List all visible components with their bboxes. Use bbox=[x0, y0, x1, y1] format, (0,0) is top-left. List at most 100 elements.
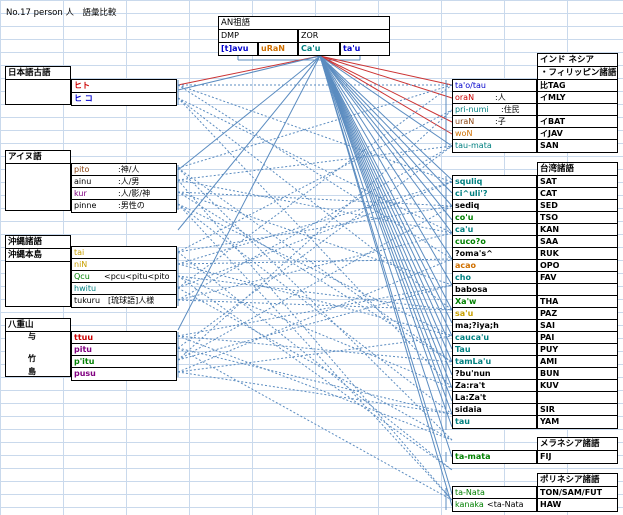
cognate-line-blue bbox=[319, 55, 453, 324]
taiwan-word: tau bbox=[452, 415, 537, 429]
cognate-line-dashed bbox=[177, 232, 453, 301]
cognate-line-dashed bbox=[177, 145, 453, 349]
an-uran: uRaN bbox=[258, 42, 298, 56]
an-dmp: DMP bbox=[218, 29, 298, 43]
melanesia-header: メラネシア諸語 bbox=[537, 437, 618, 451]
taiwan-word: sediq bbox=[452, 199, 537, 213]
cognate-line-blue bbox=[319, 55, 453, 376]
cognate-line-blue bbox=[177, 55, 321, 91]
ainu-gloss: :人/影/神 bbox=[118, 189, 151, 198]
an-zor: ZOR bbox=[298, 29, 390, 43]
cognate-line-dashed bbox=[177, 258, 453, 373]
cognate-line-blue bbox=[177, 55, 321, 231]
cognate-line-dashed bbox=[177, 275, 453, 389]
ainu-word: pinne bbox=[74, 201, 97, 210]
indo-row bbox=[452, 139, 537, 153]
cognate-line-dashed bbox=[177, 347, 453, 415]
yaeyama-yo: 与 bbox=[28, 332, 36, 341]
polynesia-header: ポリネシア諸語 bbox=[537, 473, 618, 487]
cognate-line-dashed bbox=[177, 167, 453, 363]
indo-header: インド ネシア bbox=[537, 53, 618, 67]
cognate-line-blue bbox=[319, 55, 453, 207]
cognate-line-dashed bbox=[177, 203, 453, 337]
yaeyama-spacer bbox=[5, 331, 71, 377]
an-cau: Ca'u bbox=[298, 42, 340, 56]
cognate-line-dashed bbox=[177, 109, 453, 253]
cognate-line-dashed bbox=[177, 203, 453, 415]
cognate-line-dashed bbox=[177, 84, 453, 260]
cognate-line-dashed bbox=[177, 287, 453, 441]
cognate-line-blue bbox=[319, 55, 453, 389]
japanese-spacer bbox=[5, 79, 71, 105]
cognate-line-dashed bbox=[177, 284, 453, 337]
cognate-line-dashed bbox=[177, 191, 453, 286]
japanese-hiko: ヒ コ bbox=[71, 92, 177, 106]
yaeyama-header: 八重山 bbox=[5, 318, 71, 332]
polynesia-row bbox=[452, 498, 537, 512]
cognate-line-dashed bbox=[177, 145, 453, 301]
cognate-line-blue bbox=[319, 55, 453, 495]
okinawa-header: 沖縄諸語 bbox=[5, 235, 71, 249]
ainu-row bbox=[71, 199, 177, 213]
cognate-line-red bbox=[177, 55, 321, 86]
indo-word: uraN bbox=[455, 117, 475, 126]
cognate-line-dashed bbox=[177, 203, 453, 501]
polynesia-word: ta-Nata bbox=[455, 488, 485, 497]
cognate-line-blue bbox=[319, 55, 453, 415]
indo-gloss: :子 bbox=[495, 117, 506, 126]
indo-word: oraN bbox=[455, 93, 475, 102]
indo-code: イJAV bbox=[537, 127, 618, 141]
indo-word: pri-numi bbox=[455, 105, 489, 114]
cognate-line-dashed bbox=[177, 205, 453, 253]
indo-word: woN bbox=[455, 129, 473, 138]
polynesia-word: kanaka bbox=[455, 500, 484, 509]
okinawa-word: Qcu bbox=[74, 272, 90, 281]
cognate-line-dashed bbox=[177, 284, 453, 361]
taiwan-header: 台湾諸語 bbox=[537, 162, 618, 176]
cognate-line-dashed bbox=[177, 191, 453, 207]
polynesia-code: HAW bbox=[537, 498, 618, 512]
cognate-line-dashed bbox=[177, 181, 453, 289]
indo-code: SAN bbox=[537, 139, 618, 153]
cognate-line-blue bbox=[319, 55, 453, 194]
cognate-line-dashed bbox=[177, 84, 453, 183]
cognate-line-dashed bbox=[177, 167, 453, 441]
ainu-gloss: :神/人 bbox=[118, 165, 140, 174]
cognate-line-blue bbox=[319, 55, 453, 507]
indo-gloss: :住民 bbox=[501, 105, 520, 114]
cognate-line-dashed bbox=[177, 191, 453, 363]
cognate-line-dashed bbox=[177, 179, 453, 234]
cognate-line-red bbox=[319, 55, 453, 86]
an-tau: ta'u bbox=[340, 42, 390, 56]
ainu-gloss: :男性の bbox=[118, 201, 145, 210]
cognate-line-blue bbox=[319, 55, 453, 402]
cognate-line-dashed bbox=[177, 205, 453, 361]
melanesia-code: FIJ bbox=[537, 450, 618, 464]
page-title: No.17 person 人 語彙比較 bbox=[6, 8, 117, 18]
cognate-line-dashed bbox=[177, 299, 453, 311]
cognate-line-dashed bbox=[177, 335, 453, 363]
ainu-word: pito bbox=[74, 165, 90, 174]
cognate-line-red bbox=[319, 55, 453, 123]
indo-gloss: :人 bbox=[495, 93, 506, 102]
cognate-line-dashed bbox=[177, 347, 453, 501]
cognate-line-blue bbox=[319, 55, 453, 260]
ainu-header: アイヌ語 bbox=[5, 150, 71, 164]
okinawa-word: hwitu bbox=[74, 284, 97, 293]
okinawa-spacer bbox=[5, 261, 71, 307]
taiwan-code: OPO bbox=[537, 259, 618, 273]
cognate-line-blue bbox=[177, 55, 321, 171]
yaeyama-row: pusu bbox=[71, 367, 177, 381]
ainu-spacer bbox=[5, 163, 71, 211]
yaeyama-take: 竹 bbox=[28, 354, 36, 363]
cognate-line-blue bbox=[319, 55, 453, 147]
cognate-line-blue bbox=[177, 55, 321, 331]
polynesia-gloss: <ta-Nata bbox=[487, 500, 524, 509]
ainu-word: kur bbox=[74, 189, 87, 198]
indo-subheader: ・フィリッピン諸語 bbox=[537, 66, 618, 80]
okinawa-subheader: 沖縄本島 bbox=[5, 248, 71, 262]
cognate-line-blue bbox=[319, 55, 453, 234]
indo-word: tau-mata bbox=[455, 141, 492, 150]
ainu-gloss: :人/男 bbox=[118, 177, 140, 186]
